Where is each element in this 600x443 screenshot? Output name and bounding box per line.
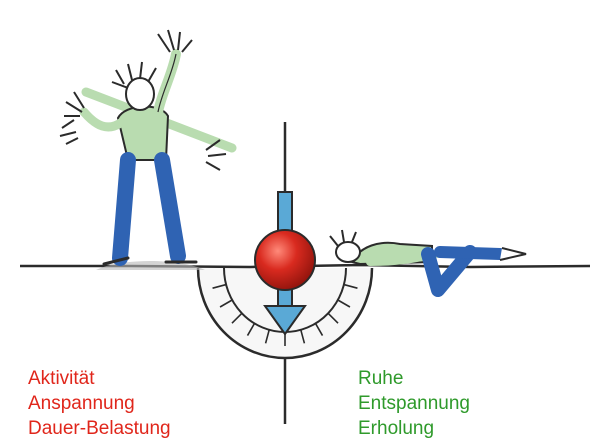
red-ball	[255, 230, 315, 290]
activity-label: Aktivität	[28, 366, 171, 391]
recovery-label: Erholung	[358, 416, 470, 441]
activity-labels: Aktivität Anspannung Dauer-Belastung	[28, 366, 171, 441]
tension-label: Anspannung	[28, 391, 171, 416]
relaxation-label: Entspannung	[358, 391, 470, 416]
rest-label: Ruhe	[358, 366, 470, 391]
continuous-load-label: Dauer-Belastung	[28, 416, 171, 441]
active-person-figure	[60, 30, 232, 270]
rest-labels: Ruhe Entspannung Erholung	[358, 366, 470, 441]
